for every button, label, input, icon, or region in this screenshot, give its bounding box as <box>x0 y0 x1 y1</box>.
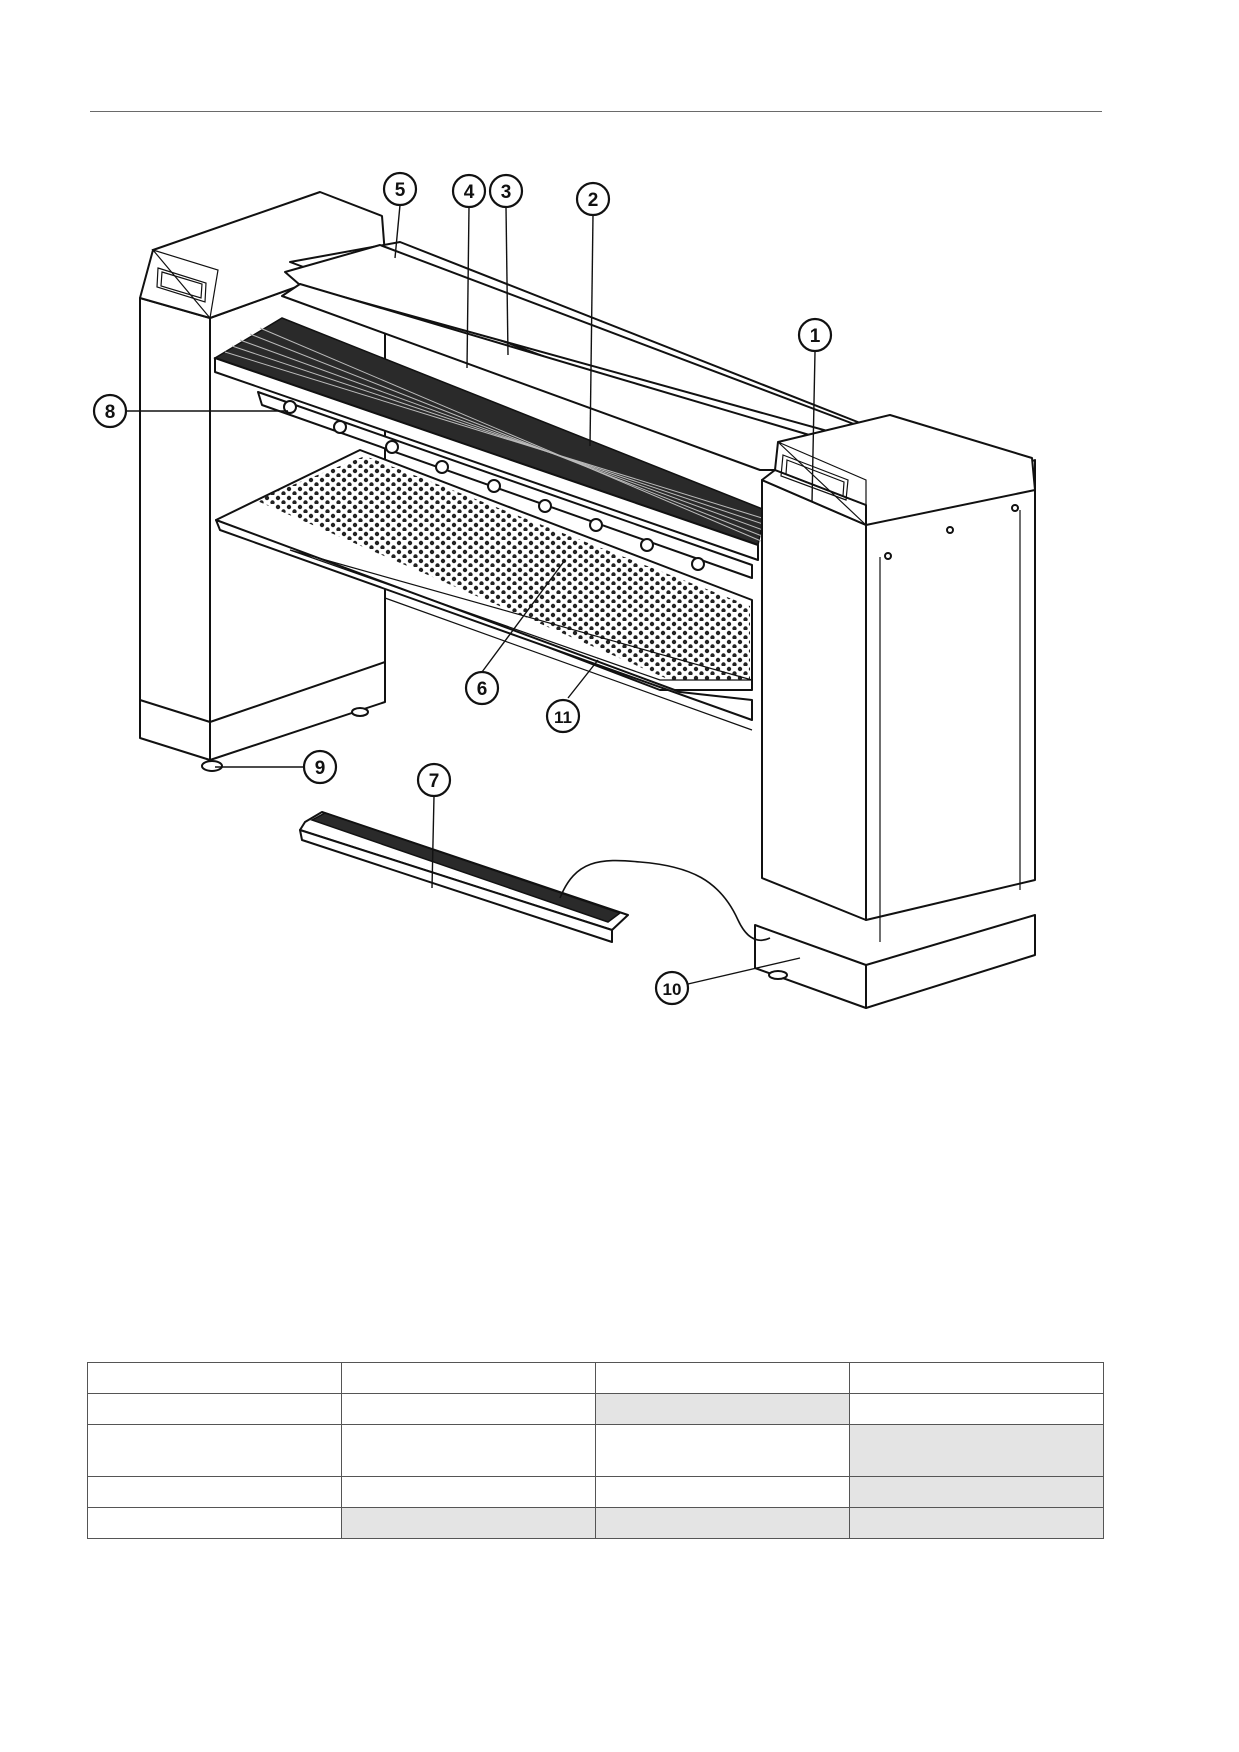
svg-text:10: 10 <box>663 980 682 999</box>
feed-table <box>215 449 753 731</box>
svg-text:9: 9 <box>315 758 326 779</box>
table-cell <box>341 1507 596 1539</box>
callout-6: 6 <box>464 670 500 706</box>
callout-11: 11 <box>545 698 581 734</box>
roller <box>213 317 766 561</box>
callout-1: 1 <box>797 317 833 353</box>
table-cell <box>341 1393 596 1425</box>
table-cell <box>87 1362 342 1394</box>
table-cell <box>87 1507 342 1539</box>
table-cell <box>849 1476 1104 1508</box>
table-row <box>87 1362 1104 1394</box>
svg-text:7: 7 <box>429 771 440 792</box>
svg-text:8: 8 <box>105 402 116 423</box>
table-cell <box>87 1424 342 1477</box>
svg-text:6: 6 <box>477 679 488 700</box>
right-column <box>754 414 1036 1009</box>
spec-table <box>87 1362 1104 1539</box>
table-row <box>87 1507 1104 1539</box>
callout-5: 5 <box>382 171 418 207</box>
leader-lines <box>126 204 816 985</box>
table-cell <box>849 1424 1104 1477</box>
table-row <box>87 1393 1104 1425</box>
table-row <box>87 1476 1104 1508</box>
svg-text:4: 4 <box>464 182 475 203</box>
callout-9: 9 <box>302 749 338 785</box>
table-cell <box>595 1393 850 1425</box>
table-row <box>87 1424 1104 1477</box>
header-rule <box>90 111 1102 112</box>
table-cell <box>595 1424 850 1477</box>
callout-10: 10 <box>654 970 690 1006</box>
table-cell <box>849 1507 1104 1539</box>
svg-text:5: 5 <box>395 180 406 201</box>
table-cell <box>595 1362 850 1394</box>
callout-4: 4 <box>451 173 487 209</box>
table-cell <box>341 1424 596 1477</box>
top-covers <box>281 241 879 471</box>
svg-text:11: 11 <box>554 708 572 727</box>
table-cell <box>849 1393 1104 1425</box>
table-cell <box>341 1476 596 1508</box>
svg-text:2: 2 <box>588 190 599 211</box>
ironer-machine-diagram: 1 2 3 4 5 6 7 8 9 10 11 <box>92 171 1036 1009</box>
table-cell <box>87 1393 342 1425</box>
svg-text:3: 3 <box>501 182 512 203</box>
callout-3: 3 <box>488 173 524 209</box>
callout-2: 2 <box>575 181 611 217</box>
svg-text:1: 1 <box>810 326 821 347</box>
table-cell <box>595 1507 850 1539</box>
foot-pedal <box>299 811 771 943</box>
table-cell <box>87 1476 342 1508</box>
guide-fingers <box>257 391 753 579</box>
table-cell <box>849 1362 1104 1394</box>
table-cell <box>341 1362 596 1394</box>
table-cell <box>595 1476 850 1508</box>
callout-8: 8 <box>92 393 128 429</box>
callout-7: 7 <box>416 762 452 798</box>
